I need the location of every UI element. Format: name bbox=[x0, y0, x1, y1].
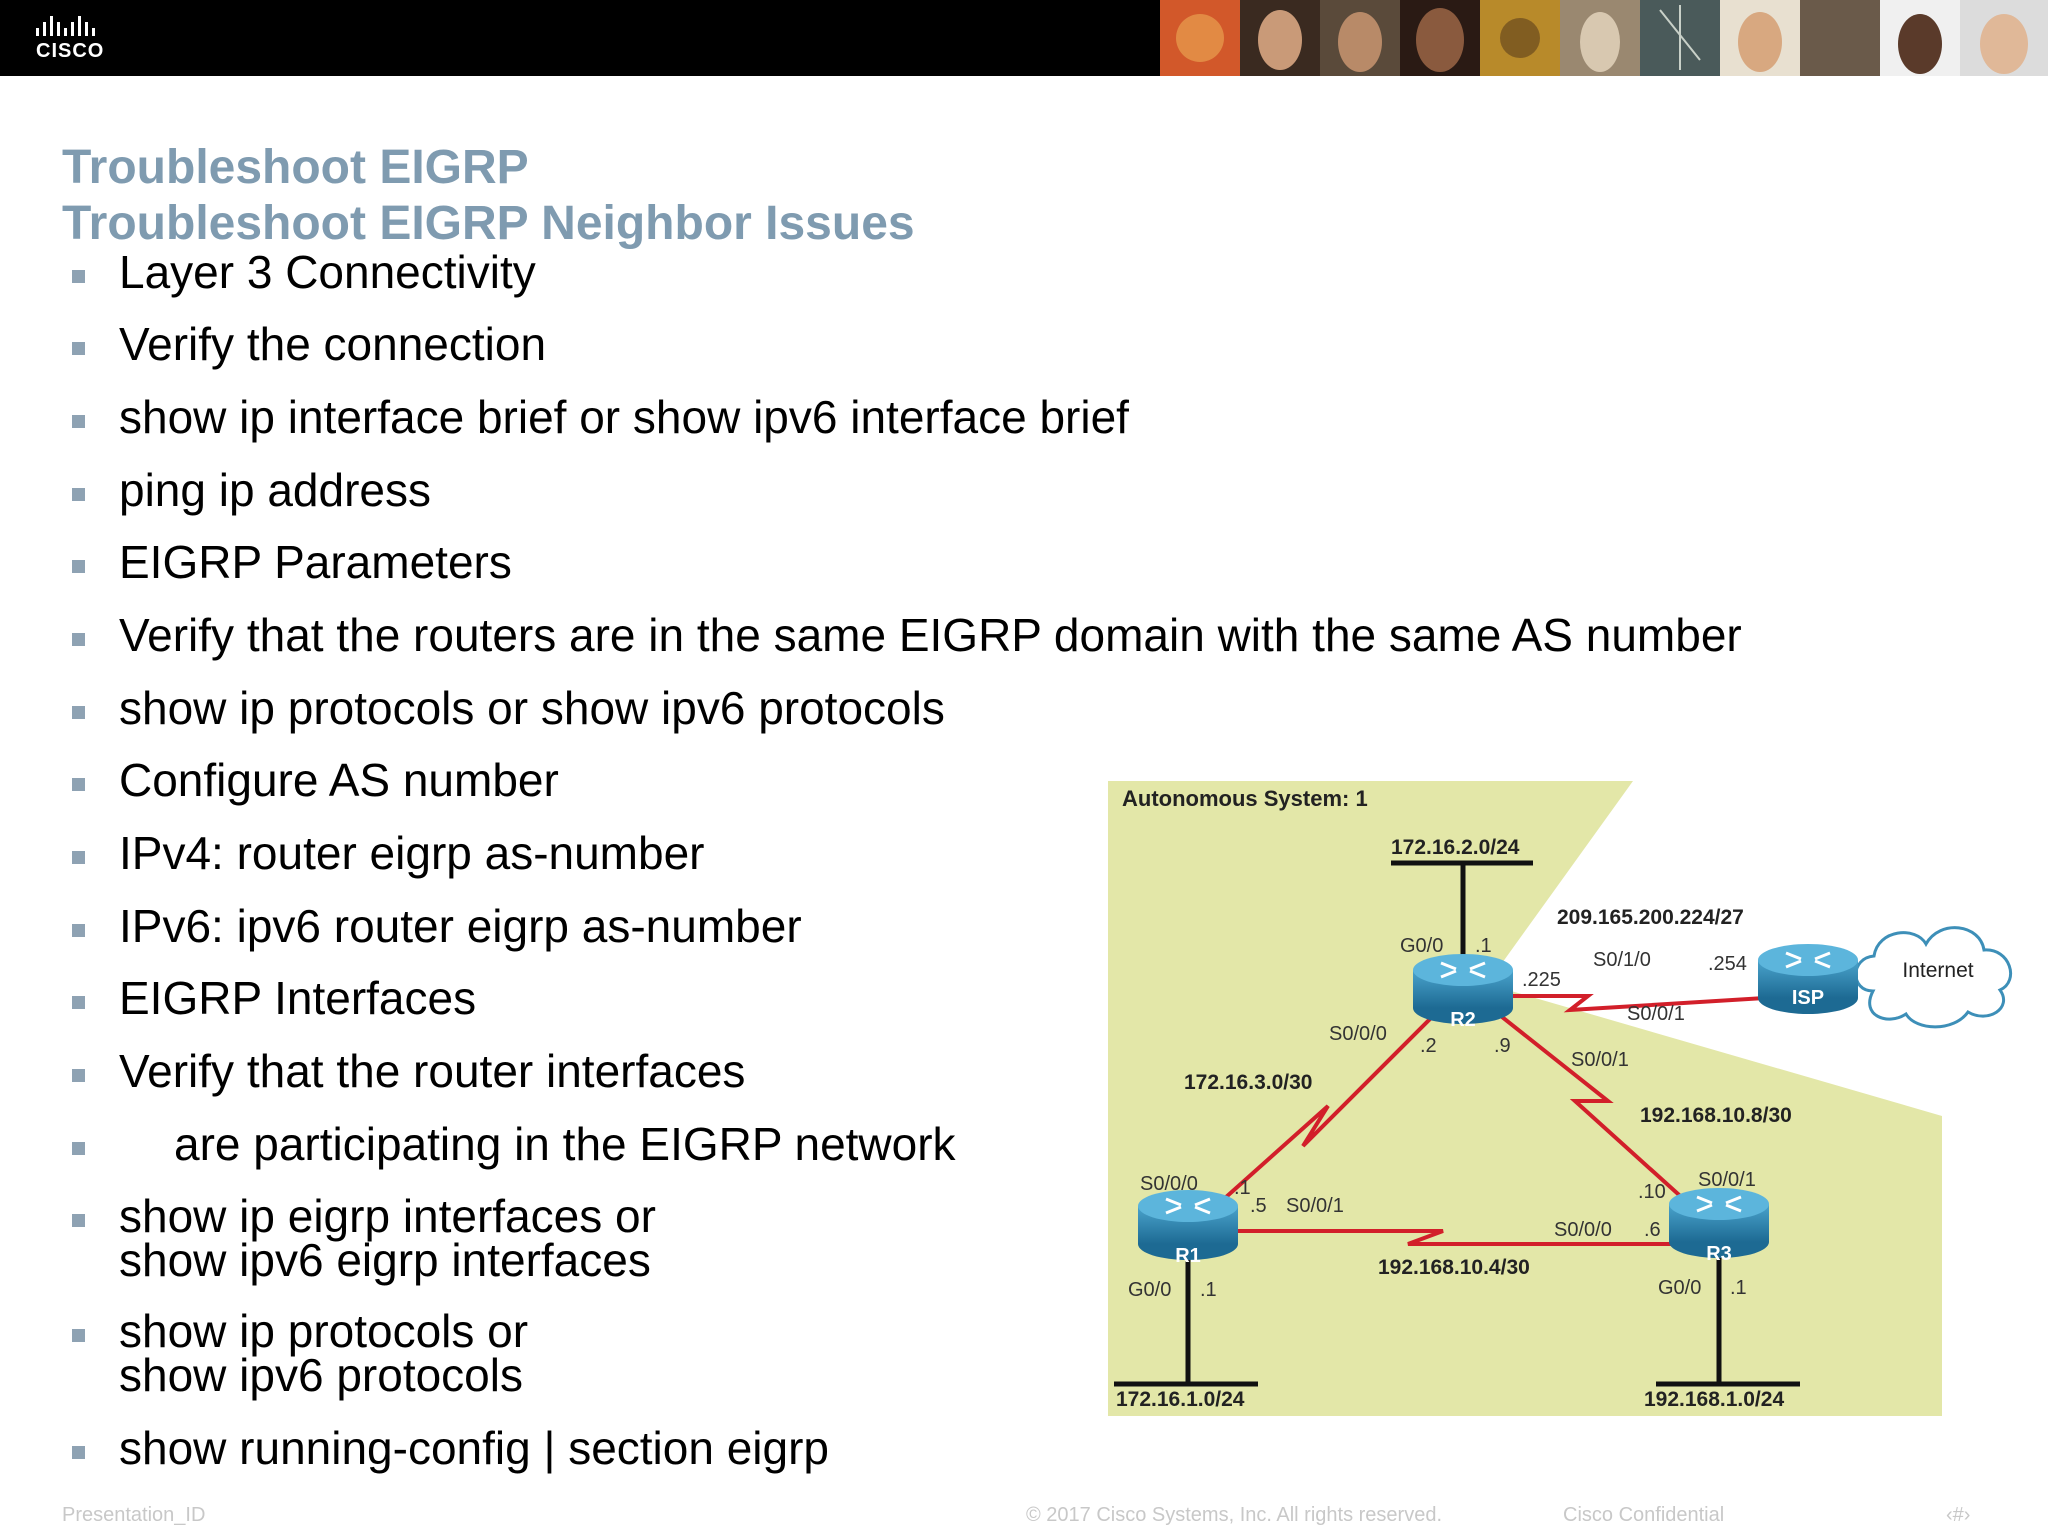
bullet-marker-icon bbox=[72, 1069, 85, 1082]
bullet-marker-icon bbox=[72, 560, 85, 573]
bullet-marker-icon bbox=[72, 1142, 85, 1155]
network-label-r3-lan: 192.168.1.0/24 bbox=[1644, 1388, 1784, 1411]
bullet-marker-icon bbox=[72, 1329, 85, 1342]
header-bar: CISCO bbox=[0, 0, 2048, 76]
interface-label: S0/0/1 bbox=[1627, 1003, 1685, 1025]
router-r3-icon bbox=[1669, 1188, 1769, 1258]
bullet-marker-icon bbox=[72, 633, 85, 646]
bullet-marker-icon bbox=[72, 1214, 85, 1227]
bullet-text: show ipv6 protocols bbox=[119, 1349, 523, 1401]
interface-ip-label: .1 bbox=[1475, 935, 1492, 957]
bullet-text: show running-config | section eigrp bbox=[119, 1422, 830, 1474]
bullet-marker-icon bbox=[72, 851, 85, 864]
bullet-marker-icon bbox=[72, 270, 85, 283]
bullet-text: show ip interface brief or show ipv6 int… bbox=[119, 391, 1129, 443]
cisco-wordmark: CISCO bbox=[36, 40, 105, 62]
eigrp-topology-diagram: Autonomous System: 1 Internet R2 R1 R3 bbox=[1108, 781, 2012, 1416]
interface-label: S0/1/0 bbox=[1593, 949, 1651, 971]
bullet-text: show ip protocols or show ipv6 protocols bbox=[119, 682, 945, 734]
bullet-text: show ip eigrp interfaces or bbox=[119, 1190, 656, 1242]
router-isp-label: ISP bbox=[1792, 987, 1824, 1009]
bullet-text: Verify that the routers are in the same … bbox=[119, 609, 1742, 661]
router-isp-icon bbox=[1758, 944, 1858, 1014]
bullet-marker-icon bbox=[72, 415, 85, 428]
interface-ip-label: .225 bbox=[1522, 969, 1561, 991]
footer-page-number: ‹#› bbox=[1946, 1504, 1971, 1526]
bullet-text: EIGRP Parameters bbox=[119, 536, 512, 588]
bullet-text: IPv6: ipv6 router eigrp as-number bbox=[119, 900, 802, 952]
network-label-r1-r2: 172.16.3.0/30 bbox=[1184, 1071, 1312, 1094]
bullet-text: IPv4: router eigrp as-number bbox=[119, 827, 705, 879]
bullet-text: show ip protocols or bbox=[119, 1305, 529, 1357]
title-line-2: Troubleshoot EIGRP Neighbor Issues bbox=[62, 197, 915, 250]
router-r3-label: R3 bbox=[1706, 1243, 1732, 1265]
bullet-marker-icon bbox=[72, 996, 85, 1009]
bullet-marker-icon bbox=[72, 488, 85, 501]
header-photo-strip bbox=[1160, 0, 2048, 76]
bullet-marker-icon bbox=[72, 342, 85, 355]
network-label-r2-r3: 192.168.10.8/30 bbox=[1640, 1104, 1792, 1127]
interface-label: S0/0/1 bbox=[1571, 1049, 1629, 1071]
interface-ip-label: .9 bbox=[1494, 1035, 1511, 1057]
bullet-text: Verify that the router interfaces bbox=[119, 1045, 746, 1097]
serial-link-r1-r3 bbox=[1188, 1229, 1719, 1246]
bullet-marker-icon bbox=[72, 1446, 85, 1459]
bullet-text: EIGRP Interfaces bbox=[119, 972, 477, 1024]
interface-label: S0/0/1 bbox=[1698, 1169, 1756, 1191]
router-r2-icon bbox=[1413, 954, 1513, 1024]
bullet-text: are participating in the EIGRP network bbox=[174, 1118, 956, 1170]
cisco-logo: CISCO bbox=[32, 14, 122, 64]
as-label: Autonomous System: 1 bbox=[1122, 786, 1368, 811]
bullet-marker-icon bbox=[72, 706, 85, 719]
bullet-text: Configure AS number bbox=[119, 754, 559, 806]
router-r1-icon bbox=[1138, 1190, 1238, 1260]
interface-ip-label: .6 bbox=[1644, 1219, 1661, 1241]
interface-ip-label: .2 bbox=[1420, 1035, 1437, 1057]
interface-ip-label: .1 bbox=[1730, 1277, 1747, 1299]
network-label-isp-link: 209.165.200.224/27 bbox=[1557, 906, 1744, 929]
bullet-text: Layer 3 Connectivity bbox=[119, 246, 536, 298]
interface-ip-label: .1 bbox=[1200, 1279, 1217, 1301]
interface-label: S0/0/1 bbox=[1286, 1195, 1344, 1217]
network-label-r2-lan: 172.16.2.0/24 bbox=[1391, 836, 1520, 859]
title-line-1: Troubleshoot EIGRP bbox=[62, 141, 529, 194]
interface-ip-label: .10 bbox=[1638, 1181, 1666, 1203]
interface-label: G0/0 bbox=[1658, 1277, 1701, 1299]
router-r2-label: R2 bbox=[1450, 1009, 1476, 1031]
cisco-bars-icon bbox=[36, 16, 95, 36]
network-label-r1-r3: 192.168.10.4/30 bbox=[1378, 1256, 1530, 1279]
interface-label: G0/0 bbox=[1128, 1279, 1171, 1301]
serial-link-r2-r3 bbox=[1461, 984, 1721, 1233]
interface-label: G0/0 bbox=[1400, 935, 1443, 957]
bullet-marker-icon bbox=[72, 778, 85, 791]
footer-copyright: © 2017 Cisco Systems, Inc. All rights re… bbox=[1026, 1504, 1443, 1526]
serial-link-r2-isp bbox=[1463, 994, 1799, 1013]
slide-title: Troubleshoot EIGRP Troubleshoot EIGRP Ne… bbox=[62, 140, 915, 252]
internet-cloud-icon bbox=[1854, 926, 2012, 1029]
bullet-text: show ipv6 eigrp interfaces bbox=[119, 1234, 651, 1286]
router-r1-label: R1 bbox=[1175, 1245, 1201, 1267]
bullet-marker-icon bbox=[72, 924, 85, 937]
footer-confidential: Cisco Confidential bbox=[1563, 1504, 1725, 1526]
interface-label: S0/0/0 bbox=[1329, 1023, 1387, 1045]
serial-link-r1-r2 bbox=[1186, 984, 1465, 1233]
interface-ip-label: .5 bbox=[1250, 1195, 1267, 1217]
interface-label: S0/0/0 bbox=[1140, 1173, 1198, 1195]
internet-label: Internet bbox=[1902, 959, 1973, 982]
interface-label: S0/0/0 bbox=[1554, 1219, 1612, 1241]
interface-ip-label: .1 bbox=[1234, 1177, 1251, 1199]
network-label-r1-lan: 172.16.1.0/24 bbox=[1116, 1388, 1245, 1411]
bullet-text: Verify the connection bbox=[119, 318, 547, 370]
bullet-text: ping ip address bbox=[119, 464, 431, 516]
interface-ip-label: .254 bbox=[1708, 953, 1747, 975]
as-area bbox=[1108, 781, 1942, 1416]
footer-presentation-id: Presentation_ID bbox=[62, 1504, 206, 1526]
